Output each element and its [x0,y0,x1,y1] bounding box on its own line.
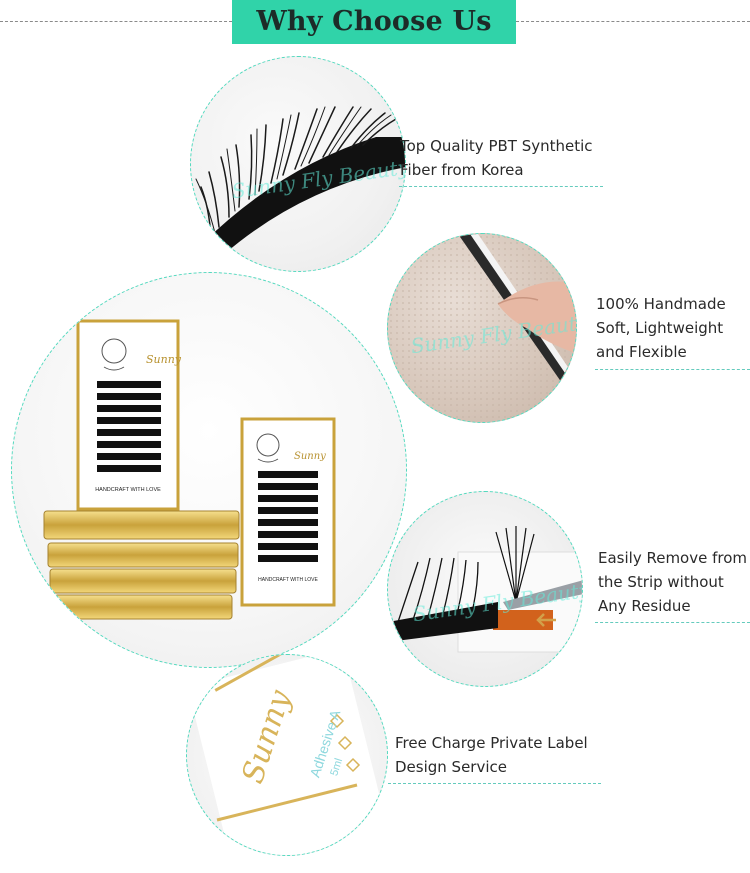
product-tagline-right: HANDCRAFT WITH LOVE [258,577,318,583]
handmade-illustration [388,234,576,422]
product-tagline-left: HANDCRAFT WITH LOVE [95,487,161,493]
header-title: Why Choose Us [256,6,492,37]
feature-3-label: Easily Remove from the Strip without Any… [598,546,747,618]
eyelash-closeup-illustration [195,106,405,257]
eyelash-closeup-image: Sunny Fly Beauty [190,56,406,272]
feature-2-line-2: Soft, Lightweight [596,319,724,337]
feature-4-label: Free Charge Private Label Design Service [395,731,588,779]
adhesive-volume-text: 5ml [328,757,345,778]
easy-remove-illustration [388,526,582,653]
feature-2-label: 100% Handmade Soft, Lightweight and Flex… [596,292,726,364]
header-banner: Why Choose Us [232,0,516,44]
product-trays-image: Sunny Sunny HANDCRAFT WITH LOVE HANDCRAF… [11,272,407,668]
header-left-rule [0,21,232,22]
easy-remove-image: Sunny Fly Beauty [387,491,583,687]
product-brand-script-left: Sunny [146,353,182,366]
product-brand-script-right: Sunny [294,451,326,462]
feature-3-line-2: the Strip without [598,573,724,591]
feature-2-line-3: and Flexible [596,343,687,361]
product-trays-illustration: Sunny Sunny HANDCRAFT WITH LOVE HANDCRAF… [43,319,336,620]
handmade-image: Sunny Fly Beauty [387,233,577,423]
feature-1-line-2: Fiber from Korea [400,161,524,179]
feature-2-line-1: 100% Handmade [596,295,726,313]
feature-1-rule [399,186,603,187]
feature-4-rule [388,783,601,784]
feature-3-rule [595,622,750,623]
feature-3-line-3: Any Residue [598,597,691,615]
private-label-illustration: Sunny Adhesive A 5ml [187,655,387,855]
feature-2-rule [595,369,750,370]
feature-1-label: Top Quality PBT Synthetic Fiber from Kor… [400,134,593,182]
feature-1-line-1: Top Quality PBT Synthetic [400,137,593,155]
feature-4-line-2: Design Service [395,758,507,776]
feature-4-line-1: Free Charge Private Label [395,734,588,752]
private-label-image: Sunny Adhesive A 5ml [186,654,388,856]
header-right-rule [516,21,750,22]
feature-3-line-1: Easily Remove from [598,549,748,567]
